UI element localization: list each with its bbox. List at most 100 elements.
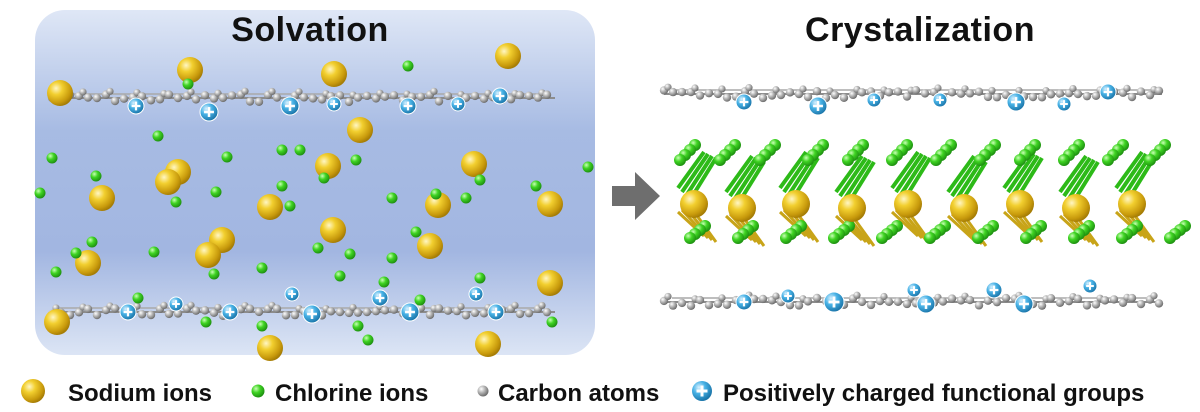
carbon-atom bbox=[191, 95, 201, 104]
functional-group bbox=[399, 97, 417, 115]
carbon-atom bbox=[371, 94, 381, 103]
carbon-atom bbox=[1123, 84, 1131, 92]
sodium-ion bbox=[537, 191, 563, 217]
chlorine-ion bbox=[972, 232, 984, 244]
chlorine-ion bbox=[386, 192, 398, 204]
functional-group bbox=[735, 293, 753, 311]
sodium-ion-icon bbox=[21, 379, 45, 403]
chlorine-ion bbox=[414, 294, 426, 306]
carbon-atom bbox=[857, 88, 867, 97]
carbon-atom bbox=[704, 300, 714, 310]
carbon-atom bbox=[335, 307, 345, 317]
carbon-atom bbox=[542, 307, 552, 317]
carbon-atom bbox=[110, 304, 120, 313]
sodium-ion bbox=[680, 190, 708, 218]
chlorine-ion bbox=[780, 232, 792, 244]
chlorine-ion bbox=[924, 232, 936, 244]
functional-group bbox=[284, 286, 300, 302]
functional-group bbox=[302, 304, 322, 324]
chlorine-ion bbox=[1116, 232, 1128, 244]
carbon-atom bbox=[803, 92, 813, 102]
carbon-atom bbox=[1150, 292, 1158, 300]
carbon-atom bbox=[1046, 90, 1056, 99]
chlorine-ion bbox=[842, 154, 854, 166]
chlorine-ion bbox=[582, 161, 594, 173]
carbon-atom bbox=[254, 307, 264, 317]
carbon-atom bbox=[281, 311, 291, 320]
plus-circle-icon bbox=[692, 381, 712, 401]
carbon-atom bbox=[200, 306, 210, 315]
carbon-atom bbox=[686, 301, 696, 310]
chlorine-ion bbox=[474, 174, 486, 186]
functional-group bbox=[487, 303, 505, 321]
carbon-atom bbox=[785, 88, 795, 97]
carbon-atom bbox=[745, 84, 753, 92]
carbon-atom bbox=[79, 88, 87, 96]
sodium-ion bbox=[321, 61, 347, 87]
sodium-ion bbox=[257, 335, 283, 361]
carbon-atom bbox=[880, 292, 888, 301]
carbon-atom bbox=[214, 303, 222, 312]
carbon-atom bbox=[668, 301, 678, 310]
chlorine-ion bbox=[684, 232, 696, 244]
carbon-atom bbox=[155, 95, 165, 104]
chlorine-ion bbox=[732, 232, 744, 244]
carbon-atom bbox=[983, 92, 993, 102]
carbon-atom bbox=[349, 303, 357, 312]
carbon-atom bbox=[1073, 89, 1083, 99]
carbon-atom bbox=[974, 87, 984, 96]
carbon-atom bbox=[664, 292, 672, 301]
carbon-atom bbox=[1118, 298, 1128, 307]
carbon-atom bbox=[1055, 298, 1065, 307]
chlorine-ion bbox=[70, 247, 82, 259]
chlorine-ion bbox=[714, 154, 726, 166]
chlorine-ion bbox=[974, 154, 986, 166]
sodium-ion bbox=[950, 194, 978, 222]
chlorine-ion bbox=[50, 266, 62, 278]
carbon-atom bbox=[965, 295, 975, 305]
carbon-atom bbox=[146, 310, 156, 320]
chlorine-ion bbox=[930, 154, 942, 166]
carbon-atom bbox=[470, 308, 480, 318]
carbon-atom bbox=[173, 93, 183, 103]
carbon-atom bbox=[137, 92, 147, 101]
carbon-atom bbox=[1136, 87, 1146, 96]
sodium-ion bbox=[75, 250, 101, 276]
carbon-atom bbox=[1069, 84, 1077, 93]
carbon-atom bbox=[1154, 299, 1164, 308]
carbon-atom bbox=[389, 91, 399, 100]
carbon-atom bbox=[947, 88, 957, 97]
functional-group bbox=[1056, 96, 1072, 112]
sodium-ion bbox=[89, 185, 115, 211]
carbon-atom bbox=[389, 305, 399, 314]
legend-label-chlorine: Chlorine ions bbox=[275, 380, 429, 407]
legend-label-functional-groups: Positively charged functional groups bbox=[723, 380, 1145, 407]
chlorine-ion bbox=[546, 316, 558, 328]
carbon-atom bbox=[1136, 299, 1146, 309]
sodium-ion bbox=[257, 194, 283, 220]
sodium-ion bbox=[461, 151, 487, 177]
carbon-atom bbox=[362, 91, 372, 101]
chlorine-ion bbox=[362, 334, 374, 346]
functional-group bbox=[780, 288, 796, 304]
carbon-atom bbox=[245, 97, 255, 106]
functional-group bbox=[468, 286, 484, 302]
carbon-atom bbox=[772, 292, 780, 300]
carbon-atom bbox=[227, 91, 237, 100]
carbon-atom bbox=[713, 299, 723, 308]
carbon-atom bbox=[1015, 86, 1023, 95]
carbon-atom bbox=[335, 91, 345, 100]
carbon-atom bbox=[758, 294, 768, 304]
solvation-title: Solvation bbox=[231, 11, 389, 49]
chlorine-ion bbox=[674, 154, 686, 166]
carbon-atom bbox=[317, 95, 327, 104]
functional-group bbox=[127, 97, 145, 115]
chlorine-ion bbox=[1020, 232, 1032, 244]
carbon-atom bbox=[1055, 89, 1065, 98]
carbon-atom bbox=[191, 306, 201, 315]
chlorine-ion bbox=[886, 154, 898, 166]
carbon-atom bbox=[799, 85, 807, 93]
carbon-atom bbox=[290, 310, 300, 320]
chlorine-ion bbox=[132, 292, 144, 304]
carbon-atom bbox=[146, 96, 156, 105]
